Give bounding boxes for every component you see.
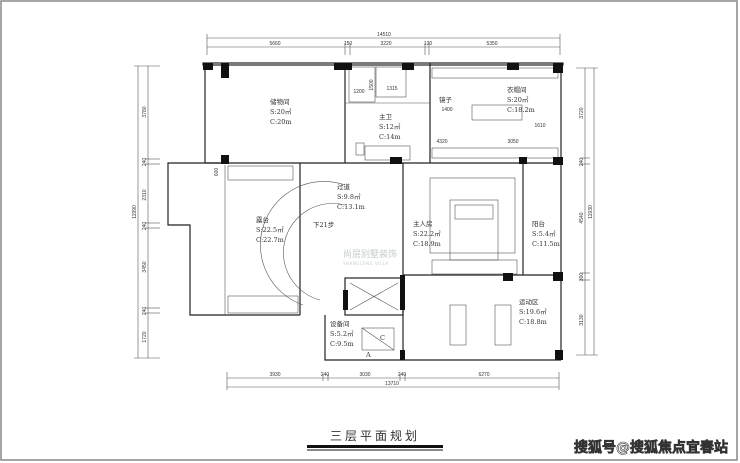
svg-text:C:18.2m: C:18.2m bbox=[507, 106, 535, 114]
dim-top: 3220 bbox=[380, 41, 391, 47]
dim-inner: 3050 bbox=[507, 139, 518, 145]
dim-bottom: 6270 bbox=[478, 372, 489, 378]
title-underline bbox=[307, 445, 443, 448]
room-label-corridor: 过道 S:9.8㎡ C:13.1m bbox=[337, 182, 365, 211]
svg-text:S:22.2㎡: S:22.2㎡ bbox=[413, 229, 441, 238]
room-label-closet: 衣帽间 S:20㎡ C:18.2m bbox=[507, 85, 535, 114]
svg-text:C:18.8m: C:18.8m bbox=[519, 318, 547, 326]
svg-text:S:20㎡: S:20㎡ bbox=[507, 95, 529, 104]
svg-text:主人房: 主人房 bbox=[413, 219, 433, 228]
svg-text:主卫: 主卫 bbox=[379, 112, 393, 121]
room-label-equipment: 设备间 S:5.2㎡ C:9.5m A C bbox=[330, 319, 385, 359]
inner-dimensions: 1315 1200 1500 1400 1610 4320 3050 600 bbox=[214, 79, 546, 176]
svg-text:C: C bbox=[380, 334, 385, 342]
svg-text:C:13.1m: C:13.1m bbox=[337, 203, 365, 211]
svg-text:S:5.2㎡: S:5.2㎡ bbox=[330, 329, 354, 338]
dim-inner: 600 bbox=[214, 168, 220, 177]
dim-right-total: 11930 bbox=[588, 205, 594, 219]
dim-left: 1720 bbox=[142, 331, 148, 342]
source-watermark: 搜狐号@搜狐焦点宜春站 bbox=[574, 439, 728, 456]
svg-text:C:22.7m: C:22.7m bbox=[256, 236, 284, 244]
dim-bottom: 240 bbox=[398, 372, 407, 378]
svg-text:S:20㎡: S:20㎡ bbox=[270, 107, 292, 116]
dim-right: 240 bbox=[579, 158, 585, 167]
dim-left: 2310 bbox=[142, 189, 148, 200]
dim-top: 120 bbox=[424, 41, 433, 47]
svg-text:S:9.8㎡: S:9.8㎡ bbox=[337, 192, 361, 201]
dim-bottom-total: 13710 bbox=[385, 381, 399, 387]
dim-bottom: 3030 bbox=[359, 372, 370, 378]
top-dimensions: 14510 5660 150 3220 120 5350 bbox=[206, 32, 561, 55]
svg-text:SHANGCENG VILLA: SHANGCENG VILLA bbox=[343, 261, 389, 266]
svg-text:运动区: 运动区 bbox=[519, 298, 539, 306]
center-logo: 尚层别墅装饰 SHANGCENG VILLA bbox=[343, 248, 397, 266]
dim-left: 240 bbox=[142, 158, 148, 167]
plan-title: 三层平面规划 bbox=[330, 428, 420, 443]
svg-text:过道: 过道 bbox=[337, 182, 351, 191]
dim-right: 3130 bbox=[579, 314, 585, 325]
dim-bottom: 240 bbox=[321, 372, 330, 378]
room-label-master-bedroom: 主人房 S:22.2㎡ C:18.9m bbox=[413, 219, 441, 248]
room-label-storage: 储物间 S:20㎡ C:20m bbox=[270, 97, 292, 126]
dim-inner: 1500 bbox=[369, 79, 375, 90]
svg-text:A: A bbox=[365, 351, 371, 359]
svg-text:设备间: 设备间 bbox=[330, 319, 350, 328]
svg-text:阳台: 阳台 bbox=[532, 219, 545, 228]
walls bbox=[167, 62, 564, 361]
svg-text:C:14m: C:14m bbox=[379, 133, 401, 141]
svg-text:S:12㎡: S:12㎡ bbox=[379, 122, 401, 131]
dim-top: 150 bbox=[344, 41, 353, 47]
room-label-balcony: 阳台 S:5.4㎡ C:11.5m bbox=[532, 219, 560, 248]
svg-text:露台: 露台 bbox=[256, 215, 269, 224]
dim-inner: 1400 bbox=[441, 107, 452, 113]
dim-left: 240 bbox=[142, 222, 148, 231]
dim-inner: 1200 bbox=[353, 89, 364, 95]
left-dimensions: 11990 3780 240 2310 240 3450 240 1720 bbox=[132, 65, 160, 359]
svg-text:衣帽间: 衣帽间 bbox=[507, 85, 527, 94]
dim-right: 3720 bbox=[579, 107, 585, 118]
label-stairs-down: 下21步 bbox=[313, 221, 335, 229]
svg-text:S:19.6㎡: S:19.6㎡ bbox=[519, 307, 547, 316]
room-label-terrace: 露台 S:22.5㎡ C:22.7m bbox=[256, 215, 284, 244]
dim-top: 5660 bbox=[269, 41, 280, 47]
title-underline-thin bbox=[307, 449, 443, 451]
dim-left: 3780 bbox=[142, 106, 148, 117]
dim-left: 240 bbox=[142, 307, 148, 316]
svg-text:C:11.5m: C:11.5m bbox=[532, 240, 560, 248]
dim-top: 5350 bbox=[486, 41, 497, 47]
svg-text:C:18.9m: C:18.9m bbox=[413, 240, 441, 248]
svg-text:储物间: 储物间 bbox=[270, 97, 290, 106]
dim-left-total: 11990 bbox=[132, 205, 138, 219]
dim-inner: 1315 bbox=[386, 86, 397, 92]
dim-inner: 1610 bbox=[534, 123, 545, 129]
dim-left: 3450 bbox=[142, 261, 148, 272]
label-mirror: 镜子 bbox=[439, 95, 453, 104]
dim-right: 300 bbox=[579, 273, 585, 282]
dim-inner: 4320 bbox=[436, 139, 447, 145]
dim-top-total: 14510 bbox=[377, 32, 391, 38]
dim-right: 4540 bbox=[579, 212, 585, 223]
room-label-gym: 运动区 S:19.6㎡ C:18.8m bbox=[519, 298, 547, 326]
svg-text:尚层别墅装饰: 尚层别墅装饰 bbox=[343, 248, 397, 260]
svg-text:S:22.5㎡: S:22.5㎡ bbox=[256, 225, 284, 234]
dim-bottom: 3930 bbox=[269, 372, 280, 378]
room-label-master-bath: 主卫 S:12㎡ C:14m bbox=[379, 112, 401, 141]
bottom-dimensions: 3930 240 3030 240 6270 13710 bbox=[226, 372, 560, 390]
svg-text:S:5.4㎡: S:5.4㎡ bbox=[532, 229, 556, 238]
right-dimensions: 3720 240 4540 300 3130 11930 bbox=[576, 67, 598, 356]
svg-text:C:20m: C:20m bbox=[270, 118, 292, 126]
svg-text:C:9.5m: C:9.5m bbox=[330, 340, 354, 348]
